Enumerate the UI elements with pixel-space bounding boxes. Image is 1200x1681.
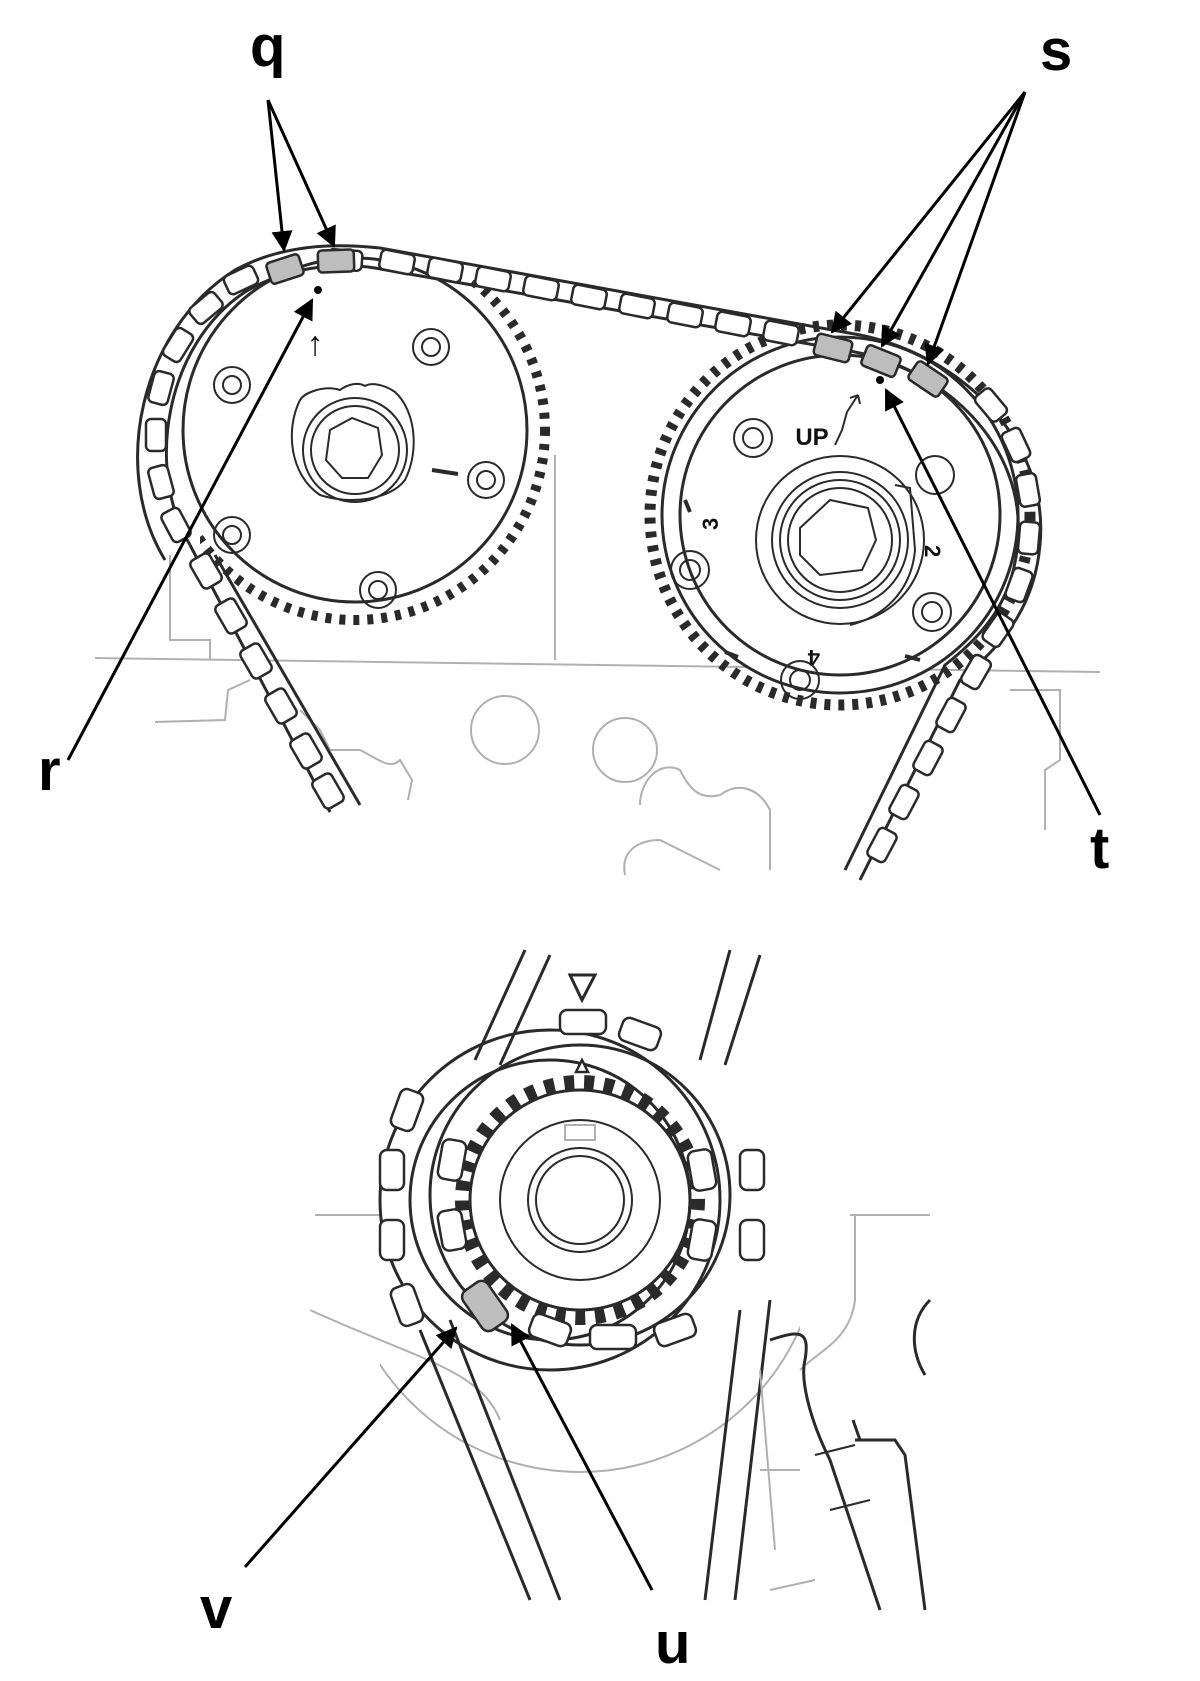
exhaust-timing-dot <box>876 376 884 384</box>
intake-cam-sprocket: ↑ <box>181 256 550 625</box>
crankshaft-sprocket <box>309 949 932 1611</box>
highlight-link-s3 <box>907 360 949 398</box>
callout-s: s <box>1040 18 1073 83</box>
chain-links-top <box>326 247 800 347</box>
crank-chain-links <box>378 1008 766 1351</box>
callout-v: v <box>200 1576 233 1641</box>
exhaust-number-3: 3 <box>698 518 723 530</box>
intake-arrow-mark: ↑ <box>307 325 324 363</box>
exhaust-number-4: 4 <box>807 645 820 670</box>
leader-lines <box>66 91 1102 1591</box>
exhaust-cam-sprocket: UP 2 3 4 <box>644 319 1036 711</box>
highlight-link-s1 <box>812 332 854 364</box>
highlight-link-u <box>460 1279 510 1333</box>
exhaust-number-2: 2 <box>920 545 945 557</box>
intake-timing-dot <box>314 286 322 294</box>
highlight-link-q1 <box>265 253 305 285</box>
highlight-link-q2 <box>316 248 356 274</box>
highlight-link-s2 <box>860 344 902 378</box>
chain-links-intake-wrap <box>144 264 260 544</box>
exhaust-up-mark: UP <box>795 424 828 451</box>
chain-links-left-run <box>189 552 345 810</box>
callout-r: r <box>38 738 61 803</box>
crank-small-triangle <box>573 1057 591 1074</box>
chain-links-exhaust-wrap <box>866 387 1042 864</box>
callout-t: t <box>1090 816 1110 881</box>
upper-timing-chain <box>136 244 1043 881</box>
crank-top-triangle <box>567 973 598 1004</box>
callout-u: u <box>655 1611 691 1676</box>
callout-q: q <box>250 14 286 79</box>
